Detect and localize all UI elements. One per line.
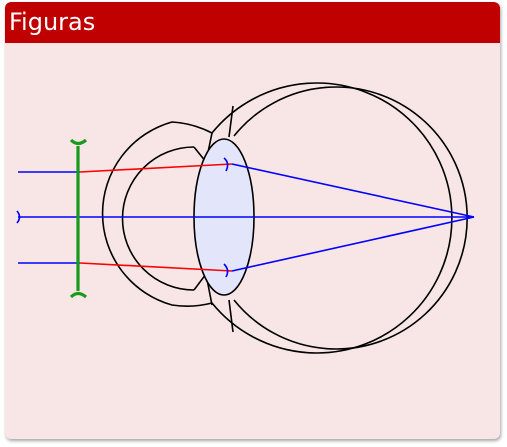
corrective-lens-bottom-cap (69, 291, 88, 299)
ray-top-diverged (79, 163, 233, 173)
eye-inner-outline (233, 86, 468, 350)
block-header: Figuras (5, 2, 500, 43)
lower-ciliary-line (228, 299, 234, 333)
corrective-lens-top-cap (69, 138, 88, 146)
upper-ciliary-line (228, 105, 234, 138)
ray-bottom-diverged (79, 262, 233, 272)
ray-top-arrowhead (223, 157, 229, 172)
eye-diagram (16, 82, 475, 354)
ray-bottom-converging (231, 216, 475, 272)
ray-bottom-arrowhead (223, 263, 229, 278)
figures-block: Figuras (5, 2, 500, 439)
eye-outer-outline (101, 82, 453, 354)
cornea-inner-outline (121, 146, 195, 291)
ray-top-converging (231, 163, 475, 218)
block-title: Figuras (9, 8, 96, 36)
ray-center-arrowhead (16, 210, 21, 224)
